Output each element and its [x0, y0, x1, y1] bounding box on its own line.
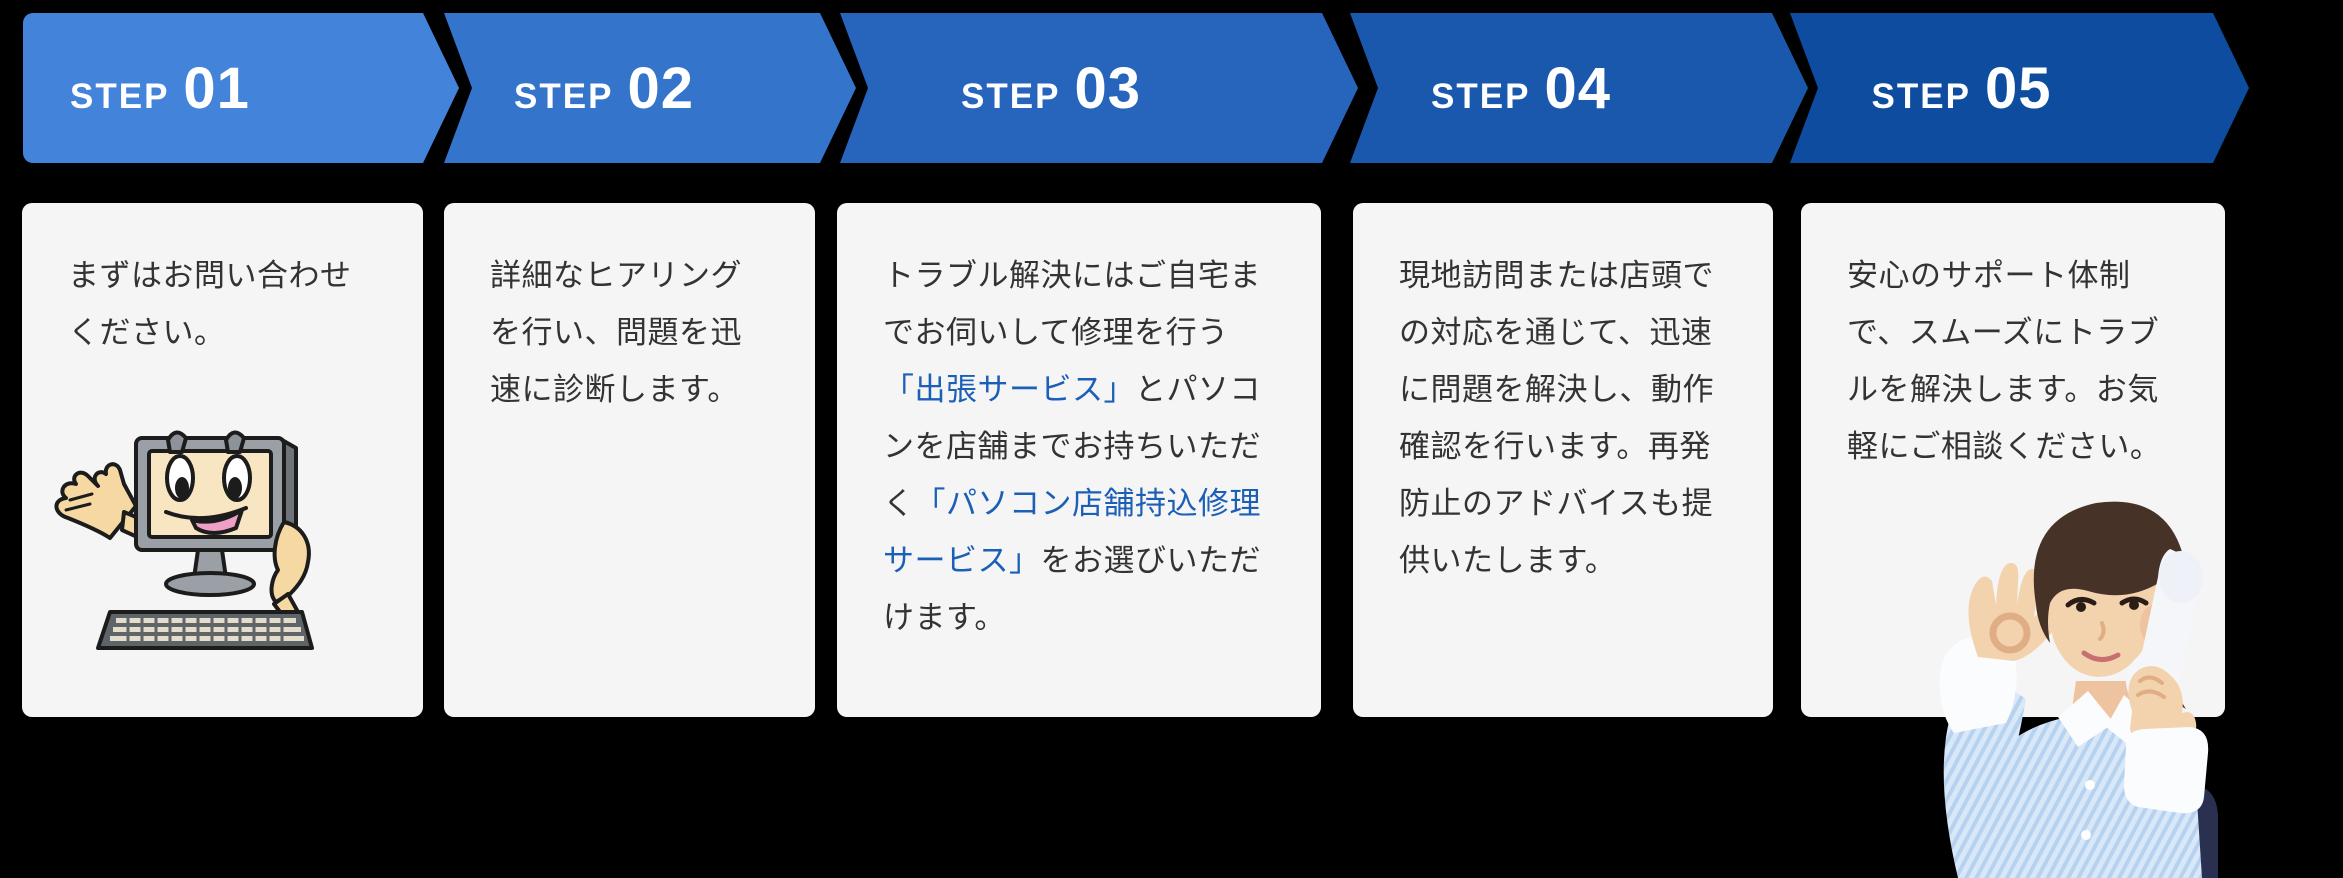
step-3-description: トラブル解決にはご自宅までお伺いして修理を行う「出張サービス」とパソコンを店舗ま…	[883, 247, 1275, 646]
onsite-service-link[interactable]: 「出張サービス」	[883, 372, 1135, 408]
step-3-arrow-header: STEP 03	[840, 13, 1358, 163]
computer-mascot-illustration	[54, 430, 314, 650]
mascot-hand-left	[54, 462, 138, 540]
step-5-arrow-header: STEP 05	[1790, 13, 2249, 163]
keyboard-key-gaps	[126, 616, 284, 644]
step-2-description: 詳細なヒアリングを行い、問題を迅速に診断します。	[490, 258, 742, 408]
step-1-arrow-header: STEP 01	[23, 13, 459, 163]
step-word: STEP	[1431, 76, 1531, 116]
step-2-label: STEP 02	[444, 55, 792, 122]
step-number: 02	[627, 55, 694, 121]
step-2-card: 詳細なヒアリングを行い、問題を迅速に診断します。	[444, 203, 815, 717]
keyboard-keys	[110, 618, 304, 641]
step-3-text-segment: とパソコンを店舗までお持ちいただく	[883, 372, 1261, 522]
step-3-label: STEP 03	[840, 55, 1292, 122]
step-word: STEP	[1871, 76, 1971, 116]
step-word: STEP	[514, 76, 614, 116]
phone-hand	[2128, 666, 2197, 747]
smile	[2081, 650, 2121, 662]
step-word: STEP	[961, 76, 1061, 116]
step-5-description: 安心のサポート体制で、スムーズにトラブルを解決します。お気軽にご相談ください。	[1847, 258, 2162, 465]
step-1-description: まずはお問い合わせください。	[68, 258, 352, 351]
step-4-arrow-header: STEP 04	[1350, 13, 1808, 163]
step-4-label: STEP 04	[1350, 55, 1732, 122]
step-number: 03	[1074, 55, 1141, 121]
collar-left	[2058, 691, 2114, 747]
sleeve-cuff-right	[2124, 727, 2209, 814]
step-number: 05	[1984, 55, 2052, 121]
hair	[2033, 501, 2187, 671]
step-word: STEP	[70, 76, 170, 116]
step-3-card: トラブル解決にはご自宅までお伺いして修理を行う「出張サービス」とパソコンを店舗ま…	[837, 203, 1321, 717]
step-3-text-segment: トラブル解決にはご自宅までお伺いして修理を行う	[883, 258, 1261, 351]
step-4-description: 現地訪問または店頭での対応を通じて、迅速に問題を解決し、動作確認を行います。再発…	[1399, 258, 1714, 579]
step-1-label: STEP 01	[70, 55, 250, 122]
step-number: 04	[1544, 55, 1611, 121]
step-3-text-segment: をお選びいただけます。	[883, 543, 1261, 636]
shirt-button	[2081, 830, 2091, 840]
step-5-label: STEP 05	[1790, 55, 2173, 122]
carry-in-repair-service-link[interactable]: 「パソコン店舗持込修理サービス」	[883, 486, 1261, 579]
right-eye	[2119, 596, 2149, 606]
support-woman-photo	[1939, 501, 2218, 878]
sleeve-cuff-left	[1939, 637, 2017, 733]
shirt-button	[2085, 780, 2095, 790]
step-2-arrow-header: STEP 02	[444, 13, 856, 163]
step-4-card: 現地訪問または店頭での対応を通じて、迅速に問題を解決し、動作確認を行います。再発…	[1353, 203, 1773, 717]
left-eye	[2065, 597, 2097, 608]
step-number: 01	[183, 55, 250, 121]
